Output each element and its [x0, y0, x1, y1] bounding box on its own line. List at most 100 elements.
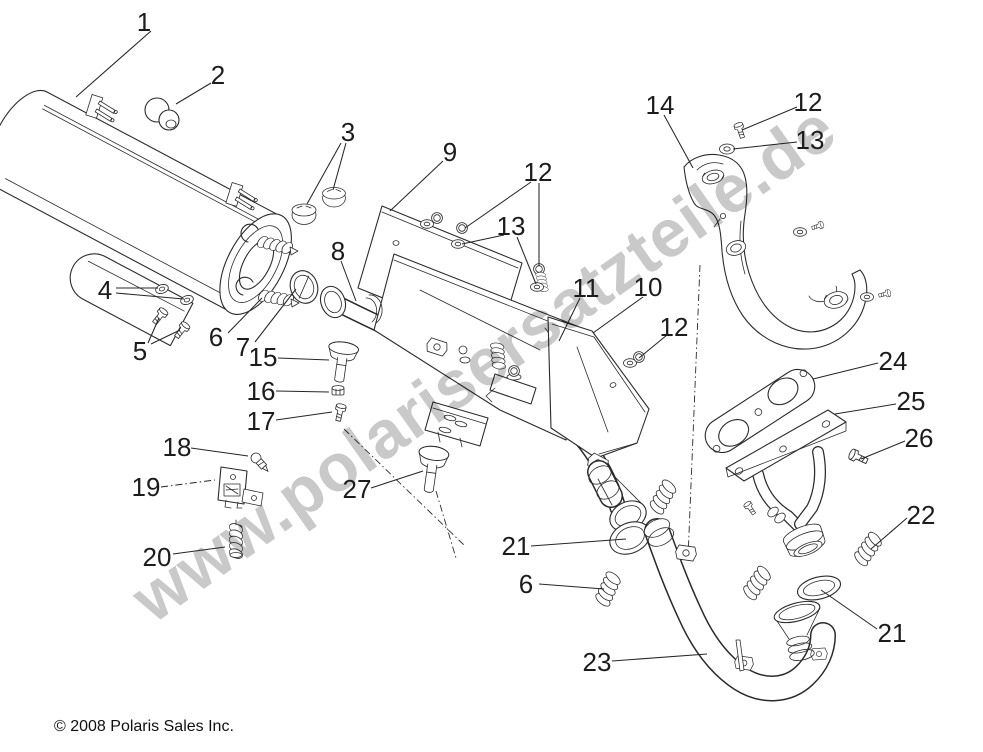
- leader-line: [860, 440, 906, 460]
- pipe-inlet-funnel: [773, 600, 821, 661]
- muffler-mount-tab: [225, 182, 258, 211]
- callout-label-5: 5: [133, 336, 147, 366]
- callout-label-12: 12: [660, 312, 689, 342]
- leader-line: [592, 296, 644, 334]
- mounting-grommets: [291, 187, 346, 225]
- shield-boss: [725, 240, 747, 256]
- leader-line: [461, 234, 505, 245]
- muffler-face-hardware: [235, 223, 383, 324]
- callout-label-13: 13: [497, 211, 526, 241]
- leader-line: [834, 403, 897, 415]
- callout-label-13: 13: [796, 125, 825, 155]
- leader-line: [147, 317, 160, 344]
- copyright-notice: © 2008 Polaris Sales Inc.: [54, 718, 234, 735]
- callout-label-1: 1: [137, 7, 151, 37]
- louvered-bracket: [424, 401, 489, 448]
- shield-boss: [823, 291, 849, 309]
- callout-label-19: 19: [132, 472, 161, 502]
- leader-line: [227, 297, 263, 334]
- callout-label-12: 12: [524, 157, 553, 187]
- callout-label-11: 11: [573, 273, 600, 303]
- exhaust-seal-ring: [289, 270, 319, 304]
- callout-label-16: 16: [247, 376, 276, 406]
- callout-label-23: 23: [583, 647, 612, 677]
- callout-label-4: 4: [98, 275, 112, 305]
- leader-line: [611, 653, 708, 662]
- leader-line: [175, 82, 212, 105]
- muffler-outlet: [69, 253, 194, 347]
- assembly-axis: [435, 490, 457, 559]
- heat-shield-rear: [547, 316, 650, 459]
- callout-label-26: 26: [905, 423, 934, 453]
- pipe-slip-joint: [587, 460, 647, 532]
- callout-label-22: 22: [907, 500, 936, 530]
- leader-line: [741, 106, 798, 131]
- callout-label-21: 21: [878, 618, 907, 648]
- shield-boss: [701, 169, 725, 185]
- callout-label-6: 6: [519, 569, 533, 599]
- leader-line: [115, 292, 185, 300]
- leader-line: [277, 357, 330, 361]
- callout-label-20: 20: [143, 542, 172, 572]
- leader-line: [558, 297, 581, 342]
- callout-label-14: 14: [646, 90, 675, 120]
- muffler-mount-tab: [85, 94, 118, 123]
- front-exhaust-pipe: [643, 518, 836, 702]
- leader-line: [190, 447, 249, 457]
- callout-label-24: 24: [879, 346, 908, 376]
- pipe-mount-bracket: [485, 340, 537, 405]
- callout-label-12: 12: [794, 87, 823, 117]
- leader-line: [663, 114, 694, 169]
- exhaust-spring: [738, 562, 776, 604]
- mount-spring: [255, 287, 297, 309]
- leader-line: [160, 479, 216, 488]
- leader-line: [820, 589, 878, 630]
- leader-line: [530, 538, 627, 547]
- leader-line: [254, 288, 297, 343]
- leader-line: [516, 236, 537, 285]
- callout-label-8: 8: [331, 236, 345, 266]
- shield-hardware: [420, 212, 550, 364]
- assembly-axis: [687, 264, 701, 559]
- leader-line: [389, 160, 444, 212]
- watermark: www.polarisersatzteile.de: [118, 90, 850, 637]
- manifold-outlet: [782, 523, 826, 557]
- leader-line: [275, 411, 333, 421]
- screw: [250, 452, 269, 472]
- callout-label-17: 17: [247, 406, 276, 436]
- leader-line: [340, 260, 357, 302]
- leader-line: [332, 142, 347, 191]
- pipe-clamp: [674, 544, 698, 562]
- callout-label-18: 18: [163, 432, 192, 462]
- callout-label-25: 25: [897, 386, 926, 416]
- leader-line: [812, 362, 879, 380]
- callout-label-10: 10: [634, 272, 663, 302]
- callout-label-27: 27: [343, 474, 372, 504]
- exhaust-manifold: [725, 409, 847, 557]
- pipe-clamp: [809, 647, 829, 661]
- rubber-mount: [323, 339, 360, 385]
- rubber-grommet: [144, 97, 180, 131]
- donut-gasket: [609, 521, 651, 555]
- manifold-gasket: [704, 368, 816, 454]
- exhaust-spring: [645, 476, 681, 518]
- callout-label-15: 15: [249, 342, 278, 372]
- callout-label-3: 3: [341, 117, 355, 147]
- leader-line: [732, 141, 798, 150]
- leader-line: [370, 470, 424, 489]
- leader-line: [75, 30, 152, 98]
- watermark-text: www.polarisersatzteile.de: [118, 90, 850, 637]
- pipe-inlet-collar: [319, 285, 347, 319]
- leader-line: [172, 546, 226, 555]
- callout-label-9: 9: [443, 137, 457, 167]
- exhaust-spring: [849, 528, 887, 570]
- callout-label-2: 2: [211, 60, 225, 90]
- leader-line: [538, 583, 605, 590]
- mount-bracket: [217, 466, 264, 509]
- callout-label-7: 7: [236, 332, 250, 362]
- flange-nut: [331, 385, 345, 396]
- leader-line: [275, 390, 330, 393]
